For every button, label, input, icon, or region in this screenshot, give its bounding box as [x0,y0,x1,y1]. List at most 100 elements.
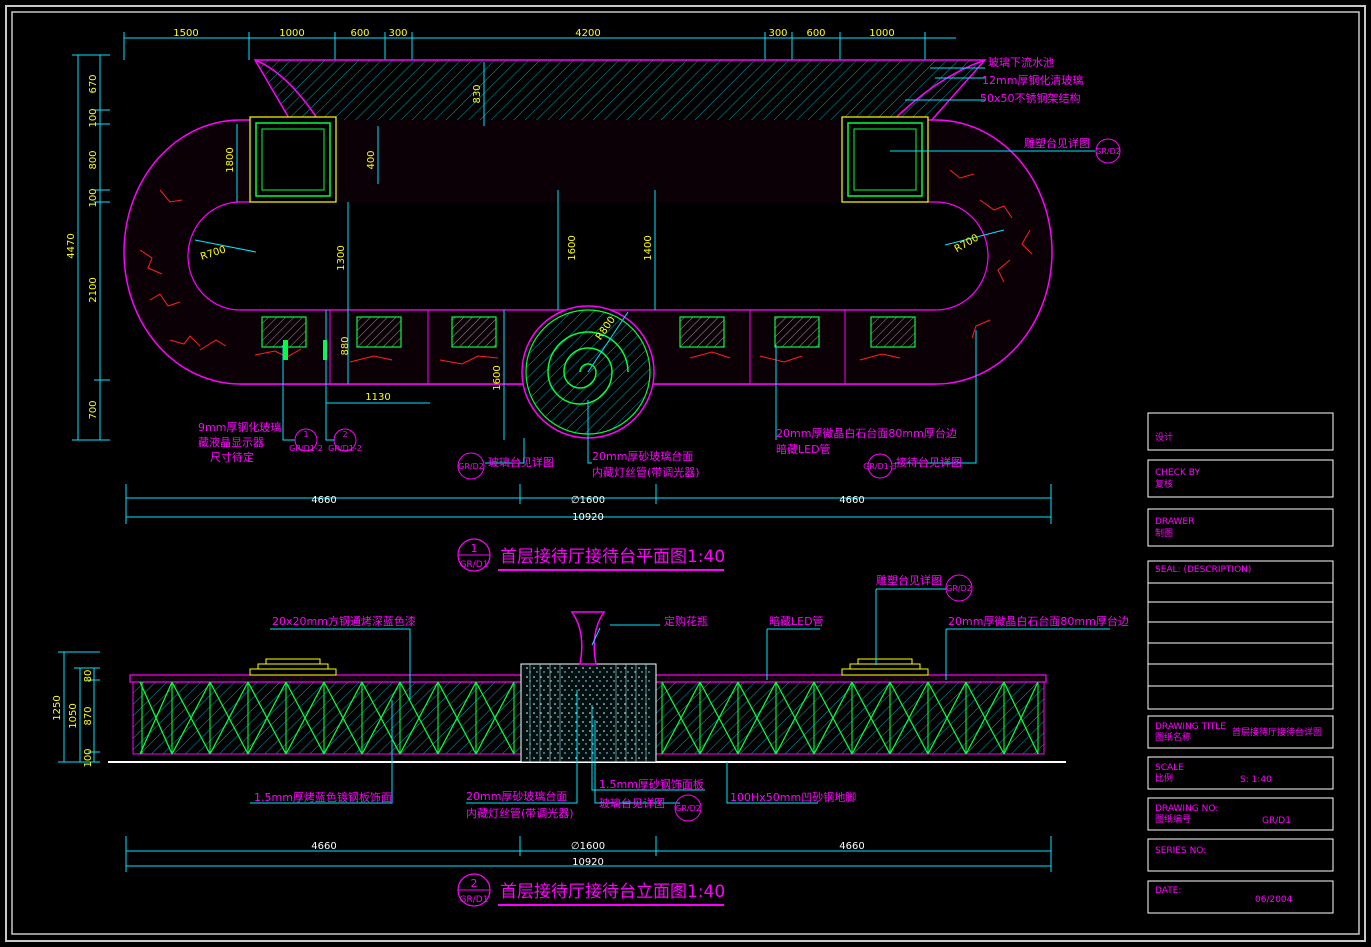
elev-dim-left: 80 [83,670,94,683]
plan-dim-left: 700 [88,400,99,419]
note-marble: 20mm厚微晶白石台面80mm厚台边 [776,426,957,440]
title-block: 设计 CHECK BY 复核 DRAWER 制图 SEAL: (DESCRIPT… [1147,412,1334,914]
vase [570,611,606,665]
plan-dim-top: 300 [388,28,407,39]
note-filament: 内藏灯丝管(带调光器) [592,465,700,479]
plan-dim-left: 4470 [66,233,77,258]
elevation-title-block: 2 GR/D1 首层接待厅接待台立面图1:40 [457,873,725,907]
note-marble-elev: 20mm厚微晶白石台面80mm厚台边 [948,614,1129,628]
tb-date-value: 06/2004 [1255,895,1293,905]
elev-dim-left: 870 [83,706,94,725]
counter-body-right [655,681,1045,755]
plan-dim-inner: 880 [340,336,351,355]
tag-gr-d2: GR/D2 [458,462,484,471]
tb-drawer-cn: 制图 [1155,527,1173,539]
elev-dim-total: 10920 [572,857,604,868]
note-tempered-glass: 12mm厚钢化清玻璃 [982,73,1083,87]
plan-dim-top: 600 [806,28,825,39]
counter-glass-panels [261,316,916,360]
tag-gr-d1-3: GR/D1-3 [863,462,897,471]
marble-veins [139,169,1033,365]
note-glass-table: 玻璃台见详图 [488,455,554,469]
plan-dim-inner: 1300 [336,245,347,270]
note-blue-steel: 1.5mm厚烤蓝色镀钢板饰面 [254,790,392,804]
tb-drawing-title-value: 首层接待厅接待台详图 [1232,726,1322,738]
note-steel-frame: 50x50不锈钢架结构 [980,91,1081,105]
plan-dim-top: 1000 [279,28,304,39]
plan-dim-inner: 1800 [225,147,236,172]
plan-title-number: 1 [471,542,478,555]
note-sand-glass-elev: 20mm厚砂玻璃台面 [466,789,567,803]
note-sculpture-elev: 雕塑台见详图 [876,573,942,587]
plan-title: 首层接待厅接待台平面图1:40 [500,547,725,567]
elev-dim-left: 1250 [52,695,63,720]
plan-dim-inner: 400 [366,150,377,169]
tb-seal: SEAL: (DESCRIPTION) [1155,565,1251,575]
tb-drawing-title-cn: 图纸名称 [1155,731,1191,743]
tb-drawing-no-cn: 图纸编号 [1155,813,1191,825]
note-square-steel: 20x20mm方钢通烤深蓝色漆 [272,614,416,628]
plan-dim-left: 800 [88,150,99,169]
note-lcd: 藏液晶显示器 [198,435,264,449]
plan-title-ref: GR/D1 [460,560,489,570]
tb-check-en: CHECK BY [1155,468,1200,478]
note-vase: 定购花瓶 [664,614,708,628]
center-glass-table [521,305,655,439]
plan-dim-left: 100 [88,108,99,127]
tb-drawer-en: DRAWER [1155,517,1194,527]
elev-dim-bottom: ∅1600 [571,841,605,852]
elevation-view: 1250 1050 80 870 100 [52,573,1129,907]
note-reception: 接待台见详图 [896,455,962,469]
note-filament-elev: 内藏灯丝管(带调光器) [466,806,574,820]
tb-date-label: DATE: [1155,886,1181,896]
elev-dim-bottom: 4660 [839,841,864,852]
tag-gr-d1-2: GR/D1-2 [328,444,362,453]
note-glass-table-elev: 玻璃台见详图 [599,796,665,810]
note-sand-steel: 1.5mm厚砂钢饰面板 [599,777,704,791]
counter-inner-outline [187,201,989,311]
note-sand-glass: 20mm厚砂玻璃台面 [592,449,693,463]
plan-dim-inner: 1400 [643,235,654,260]
elev-title-number: 2 [471,877,478,890]
plan-dim-top: 1000 [869,28,894,39]
plan-dim-top: 600 [350,28,369,39]
sculpture-pedestal-left [249,116,337,203]
tb-drawing-no-en: DRAWING NO: [1155,804,1218,814]
plan-dim-bottom: 4660 [311,495,336,506]
tb-series-no: SERIES NO: [1155,846,1206,856]
tb-scale-value: S: 1:40 [1240,775,1272,785]
note-glass-water: 玻璃下流水池 [988,55,1054,69]
plan-dim-left: 100 [88,188,99,207]
plan-dim-inner: 830 [472,84,483,103]
plan-dim-bottom: 4660 [839,495,864,506]
elev-title-ref: GR/D1 [460,895,489,905]
plan-dim-left: 670 [88,74,99,93]
plan-dim-inner: 1600 [567,235,578,260]
elev-dim-bottom: 4660 [311,841,336,852]
tb-drawing-title-en: DRAWING TITLE [1155,722,1226,732]
plan-dim-bottom: ∅1600 [571,495,605,506]
tb-design: 设计 [1155,431,1173,443]
sculpture-pedestal-right [841,116,929,203]
inner-frame [11,11,1360,935]
plan-dim-total: 10920 [572,512,604,523]
note-skirting: 100Hx50mm凹砂钢地脚 [730,790,856,804]
tag-gr-d2: GR/D2 [1095,147,1121,156]
tag-num: 2 [342,430,347,439]
plan-dim-inner: 1600 [492,365,503,390]
steel-x-bracing [139,681,1039,755]
note-led-elev: 暗藏LED管 [769,614,824,628]
note-size-tbd: 尺寸待定 [210,450,254,464]
tag-num: 1 [303,430,308,439]
tag-gr-d2: GR/D2 [946,584,972,593]
tag-gr-d2: GR/D2 [675,804,701,813]
plan-dim-top: 1500 [173,28,198,39]
tag-gr-d1-2: GR/D1-2 [289,444,323,453]
elev-title: 首层接待厅接待台立面图1:40 [500,882,725,902]
tb-scale-en: SCALE [1155,763,1184,773]
plan-dim-top: 4200 [575,28,600,39]
note-9mm-glass: 9mm厚钢化玻璃 [198,420,281,434]
note-sculpture: 雕塑台见详图 [1024,136,1090,150]
plan-title-block: 1 GR/D1 首层接待厅接待台平面图1:40 [457,538,725,572]
